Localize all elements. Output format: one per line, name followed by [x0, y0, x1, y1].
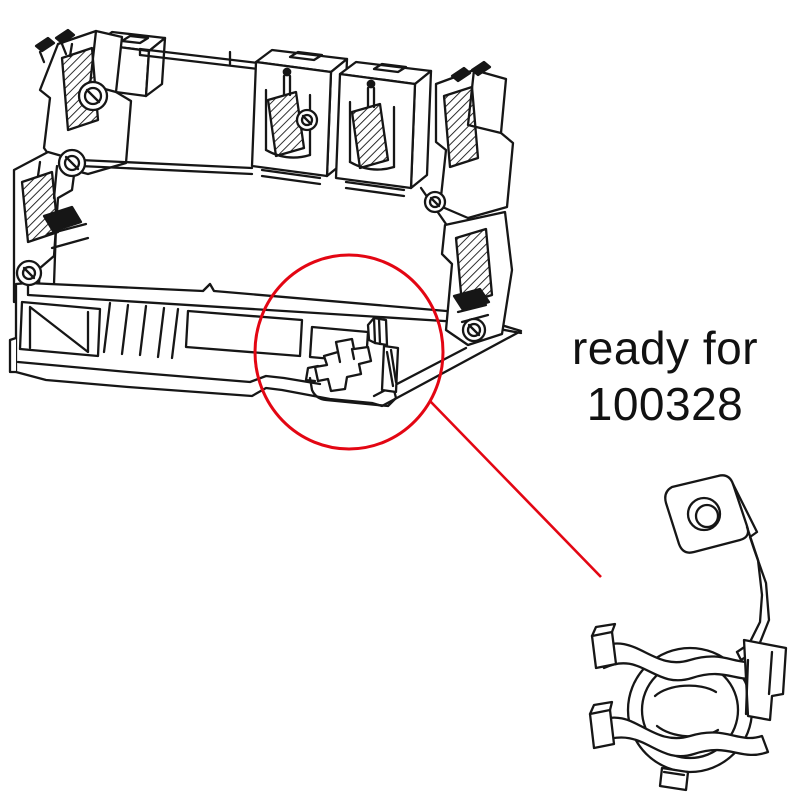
test-point-circles [15, 80, 487, 343]
tab-hole [686, 496, 722, 532]
red-highlight-circle [253, 253, 445, 451]
rail-windows [18, 300, 370, 364]
clamp-right-bracket [658, 638, 788, 792]
top-link-bar [138, 47, 260, 71]
clamp-top-tab [664, 474, 750, 554]
red-highlight [253, 253, 602, 578]
clamp-module-c [334, 60, 433, 198]
annotation-line-1: ready for [571, 322, 759, 374]
right-mid-clamp [440, 210, 514, 347]
red-leader-line [429, 400, 602, 578]
annotation-line-2: 100328 [586, 378, 744, 430]
terminal-block-drawing [8, 28, 523, 408]
right-top-clamp [434, 60, 515, 220]
clamp-left-feet [588, 622, 618, 750]
shield-clamp-part-drawing [588, 474, 788, 792]
rail-foot [8, 281, 523, 408]
shield-foot-detail [304, 316, 400, 408]
annotation-text: ready for 100328 [545, 320, 785, 432]
